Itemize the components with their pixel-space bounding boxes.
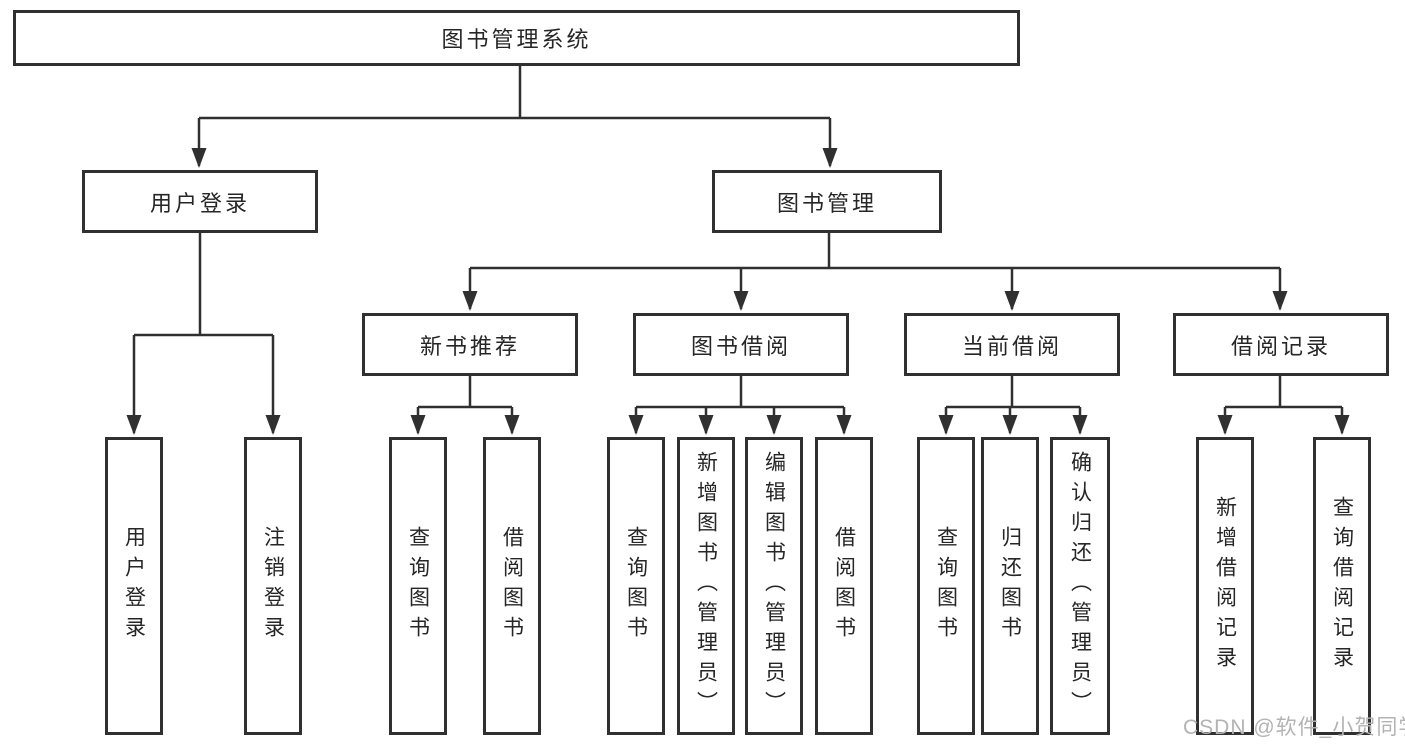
- leaf-add-books-admin-label: 新增图书（管理员）: [694, 451, 718, 721]
- node-borrow-records-label: 借阅记录: [1230, 333, 1331, 359]
- node-new-book-recommend-label: 新书推荐: [419, 333, 520, 359]
- leaf-borrow-books-recommend-label: 借阅图书: [500, 526, 524, 646]
- node-root-label: 图书管理系统: [441, 27, 592, 52]
- leaf-logout-label: 注销登录: [261, 526, 285, 646]
- leaf-return-books-label: 归还图书: [998, 526, 1022, 646]
- node-root: 图书管理系统: [13, 10, 1020, 66]
- leaf-return-books: 归还图书: [981, 437, 1039, 735]
- node-borrow-records: 借阅记录: [1173, 313, 1389, 376]
- leaf-borrow-books-recommend: 借阅图书: [483, 437, 541, 735]
- leaf-query-books-borrow: 查询图书: [607, 437, 665, 735]
- leaf-query-books-current-label: 查询图书: [934, 526, 958, 646]
- node-user-login-label: 用户登录: [149, 190, 250, 216]
- node-book-management: 图书管理: [712, 170, 942, 233]
- leaf-query-borrow-record: 查询借阅记录: [1313, 437, 1371, 735]
- node-book-management-label: 图书管理: [776, 190, 877, 216]
- node-book-borrow-label: 图书借阅: [690, 333, 791, 359]
- connector-user-login-to-leaves: [126, 233, 281, 435]
- leaf-add-books-admin: 新增图书（管理员）: [677, 437, 735, 735]
- leaf-borrow-books: 借阅图书: [815, 437, 873, 735]
- connector-borrow-records-to-leaves: [1217, 376, 1350, 435]
- leaf-query-books-recommend: 查询图书: [389, 437, 447, 735]
- csdn-watermark: CSDN @软件_小贺同学: [1183, 716, 1405, 739]
- leaf-query-books-recommend-label: 查询图书: [406, 526, 430, 646]
- leaf-confirm-return-admin: 确认归还（管理员）: [1050, 437, 1110, 735]
- leaf-edit-books-admin-label: 编辑图书（管理员）: [762, 451, 786, 721]
- node-new-book-recommend: 新书推荐: [362, 313, 578, 376]
- leaf-add-borrow-record: 新增借阅记录: [1196, 437, 1254, 735]
- node-user-login: 用户登录: [82, 170, 318, 233]
- leaf-logout: 注销登录: [244, 437, 302, 735]
- leaf-query-books-borrow-label: 查询图书: [624, 526, 648, 646]
- leaf-user-login-label: 用户登录: [122, 526, 146, 646]
- connector-current-borrow-to-leaves: [938, 376, 1088, 435]
- connector-root-to-level2: [191, 66, 838, 168]
- leaf-user-login: 用户登录: [105, 437, 163, 735]
- node-book-borrow: 图书借阅: [633, 313, 849, 376]
- leaf-borrow-books-label: 借阅图书: [832, 526, 856, 646]
- connector-new-book-recommend-to-leaves: [410, 376, 520, 435]
- leaf-edit-books-admin: 编辑图书（管理员）: [745, 437, 803, 735]
- leaf-query-books-current: 查询图书: [917, 437, 975, 735]
- leaf-confirm-return-admin-label: 确认归还（管理员）: [1068, 451, 1092, 721]
- leaf-query-borrow-record-label: 查询借阅记录: [1330, 496, 1354, 676]
- node-current-borrow-label: 当前借阅: [961, 333, 1062, 359]
- connector-book-borrow-to-leaves: [628, 376, 852, 435]
- node-current-borrow: 当前借阅: [904, 313, 1120, 376]
- leaf-add-borrow-record-label: 新增借阅记录: [1213, 496, 1237, 676]
- connector-book-management-to-level3: [462, 233, 1288, 311]
